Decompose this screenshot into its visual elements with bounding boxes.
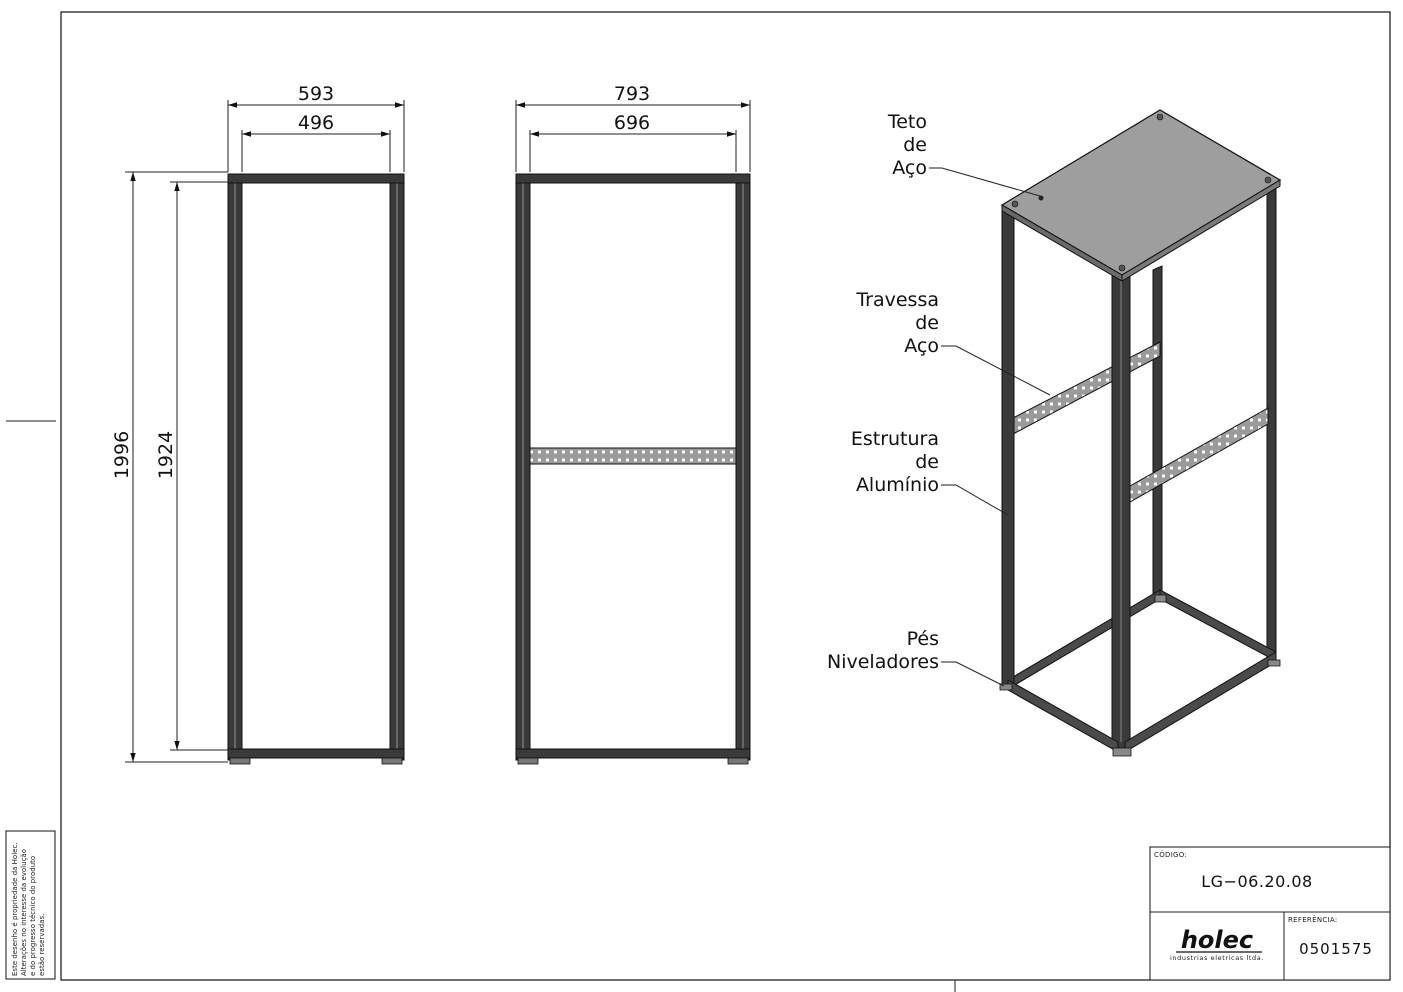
dim-side-inner-height: 1924: [155, 431, 177, 479]
svg-text:Este desenho é propriedade da: Este desenho é propriedade da Holec.: [11, 842, 19, 976]
front-steel-crossbar: [529, 447, 737, 465]
referencia-label: REFERÊNCIA:: [1288, 915, 1338, 924]
logo-subtitle: industrias eletricas ltda.: [1170, 954, 1264, 962]
svg-text:Alterações no interesse da evo: Alterações no interesse da evolução: [20, 849, 28, 976]
side-view: [227, 173, 405, 765]
property-notice: Este desenho é propriedade da Holec. Alt…: [5, 830, 56, 980]
side-dimensions: 593 496 1996 1924: [111, 83, 405, 763]
svg-text:estão reservadas.: estão reservadas.: [38, 914, 46, 976]
iso-steel-roof: [1000, 109, 1282, 276]
title-block: CÓDIGO: LG−06.20.08 REFERÊNCIA: 0501575 …: [1149, 846, 1391, 981]
side-top-rail: [227, 173, 405, 184]
dim-side-outer-height: 1996: [111, 431, 133, 479]
callouts: Teto de Aço Travessa de Aço Estrutura de…: [827, 111, 1051, 687]
svg-text:de: de: [915, 312, 939, 334]
dim-side-inner-width: 496: [298, 112, 334, 134]
callout-travessa-de-aco: Travessa de Aço: [855, 289, 1051, 396]
front-view: [515, 173, 751, 765]
svg-text:Alumínio: Alumínio: [856, 474, 939, 496]
dim-front-inner-width: 696: [614, 112, 650, 134]
dim-front-outer-width: 793: [614, 83, 650, 105]
front-dimensions: 793 696: [515, 83, 751, 172]
codigo-label: CÓDIGO:: [1154, 850, 1187, 859]
side-bottom-rail: [227, 748, 405, 759]
iso-crossbar-left: [1012, 341, 1161, 435]
callout-teto-de-aco: Teto de Aço: [887, 111, 1041, 197]
codigo-value: LG−06.20.08: [1201, 872, 1312, 891]
svg-text:de: de: [903, 134, 927, 156]
callout-estrutura-de-aluminio: Estrutura de Alumínio: [851, 428, 1009, 516]
holec-logo: holec: [1181, 926, 1253, 954]
svg-text:Aço: Aço: [892, 157, 927, 179]
svg-text:Teto: Teto: [887, 111, 927, 133]
svg-text:e do progresso técnico do prod: e do progresso técnico do produto: [29, 856, 37, 976]
svg-text:de: de: [915, 451, 939, 473]
svg-text:Niveladores: Niveladores: [827, 651, 939, 673]
svg-text:Travessa: Travessa: [855, 289, 939, 311]
callout-pes-niveladores: Pés Niveladores: [827, 628, 1005, 687]
iso-crossbar-right: [1129, 407, 1269, 503]
svg-text:Aço: Aço: [904, 335, 939, 357]
sheet-border: [6, 11, 1391, 992]
iso-upright-front-left: [1001, 204, 1015, 686]
referencia-value: 0501575: [1299, 940, 1373, 958]
svg-text:Pés: Pés: [907, 628, 939, 650]
dim-side-outer-width: 593: [298, 83, 334, 105]
isometric-view: [999, 109, 1282, 757]
front-top-rail: [515, 173, 751, 184]
svg-text:Estrutura: Estrutura: [851, 428, 939, 450]
front-bottom-rail: [515, 748, 751, 759]
